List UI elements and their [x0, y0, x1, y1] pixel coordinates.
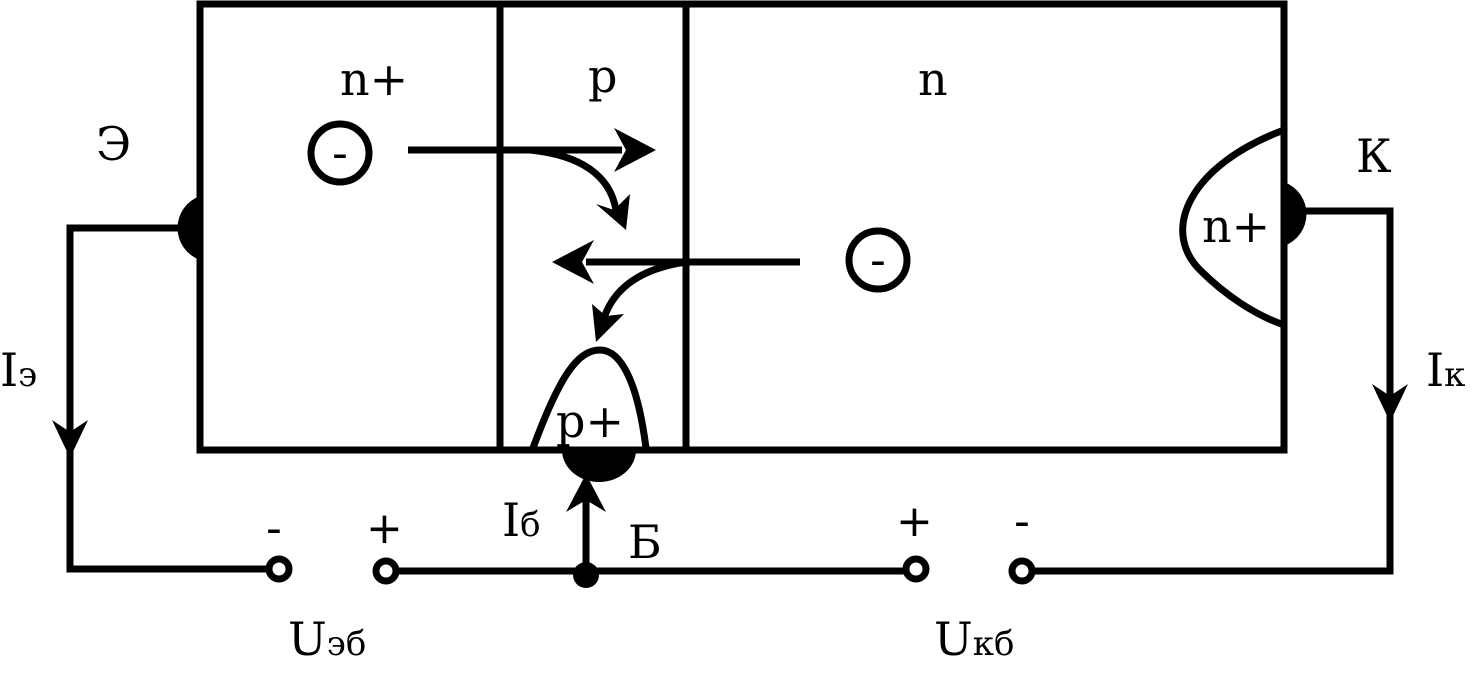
electron-circle-icon	[307, 120, 373, 186]
collector-wire	[1032, 207, 1394, 575]
external-circuit	[66, 207, 1394, 575]
base-contact-p-plus-region	[529, 346, 650, 450]
collector-current-arrow-icon	[1372, 384, 1408, 422]
base-current-arrow-icon	[566, 474, 606, 512]
collector-terminal-label: К	[1356, 129, 1392, 183]
arrow-head-icon	[614, 128, 656, 172]
collector-contact-label: n+	[1202, 199, 1270, 253]
electron-charge-sign: -	[332, 128, 348, 179]
emitter-current-label: Iэ	[0, 343, 37, 397]
collector-contact-n-plus-region	[1179, 126, 1286, 329]
base-contact-dot	[562, 450, 636, 482]
emitter-electron: -	[307, 120, 373, 186]
ukb-minus-sign: -	[1014, 496, 1030, 547]
carrier-flow-arrows	[408, 146, 800, 320]
emitter-terminal-label: Э	[96, 117, 131, 171]
ukb-minus-terminal[interactable]	[1008, 557, 1036, 585]
ukb-plus-terminal[interactable]	[902, 555, 930, 583]
ukb-voltage-label: Uкб	[934, 612, 1015, 666]
collector-electron: -	[845, 227, 911, 293]
collector-region-label: n	[918, 52, 948, 106]
base-terminal-label: Б	[628, 515, 662, 569]
base-region-label: p	[588, 49, 617, 103]
arrow-head-icon	[592, 304, 624, 342]
recombination-arrow-curve	[529, 146, 620, 211]
arrow-heads	[552, 128, 656, 342]
emitter-current-arrow-icon	[52, 420, 88, 458]
emitter-wire	[66, 224, 268, 573]
base-contact-label: p+	[556, 394, 624, 448]
arrow-head-icon	[596, 194, 630, 230]
terminal-circles[interactable]	[265, 555, 1036, 585]
ukb-plus-sign: +	[896, 496, 933, 547]
base-junction-node	[573, 562, 599, 588]
ueb-minus-terminal[interactable]	[265, 555, 293, 583]
electron-charge-sign: -	[870, 235, 886, 286]
arrow-head-icon	[552, 240, 594, 284]
collector-current-label: Iк	[1426, 343, 1465, 397]
terminal-contacts	[177, 182, 1307, 482]
base-drift-arrow-curve	[600, 258, 687, 320]
ueb-plus-terminal[interactable]	[372, 557, 400, 585]
electron-circle-icon	[845, 227, 911, 293]
ueb-voltage-label: Uэб	[288, 612, 366, 666]
ueb-minus-sign: -	[266, 503, 282, 554]
ueb-plus-sign: +	[366, 503, 403, 554]
emitter-region-label: n+	[340, 52, 408, 106]
current-arrow-heads	[52, 384, 1408, 512]
base-current-label: Iб	[502, 493, 541, 547]
